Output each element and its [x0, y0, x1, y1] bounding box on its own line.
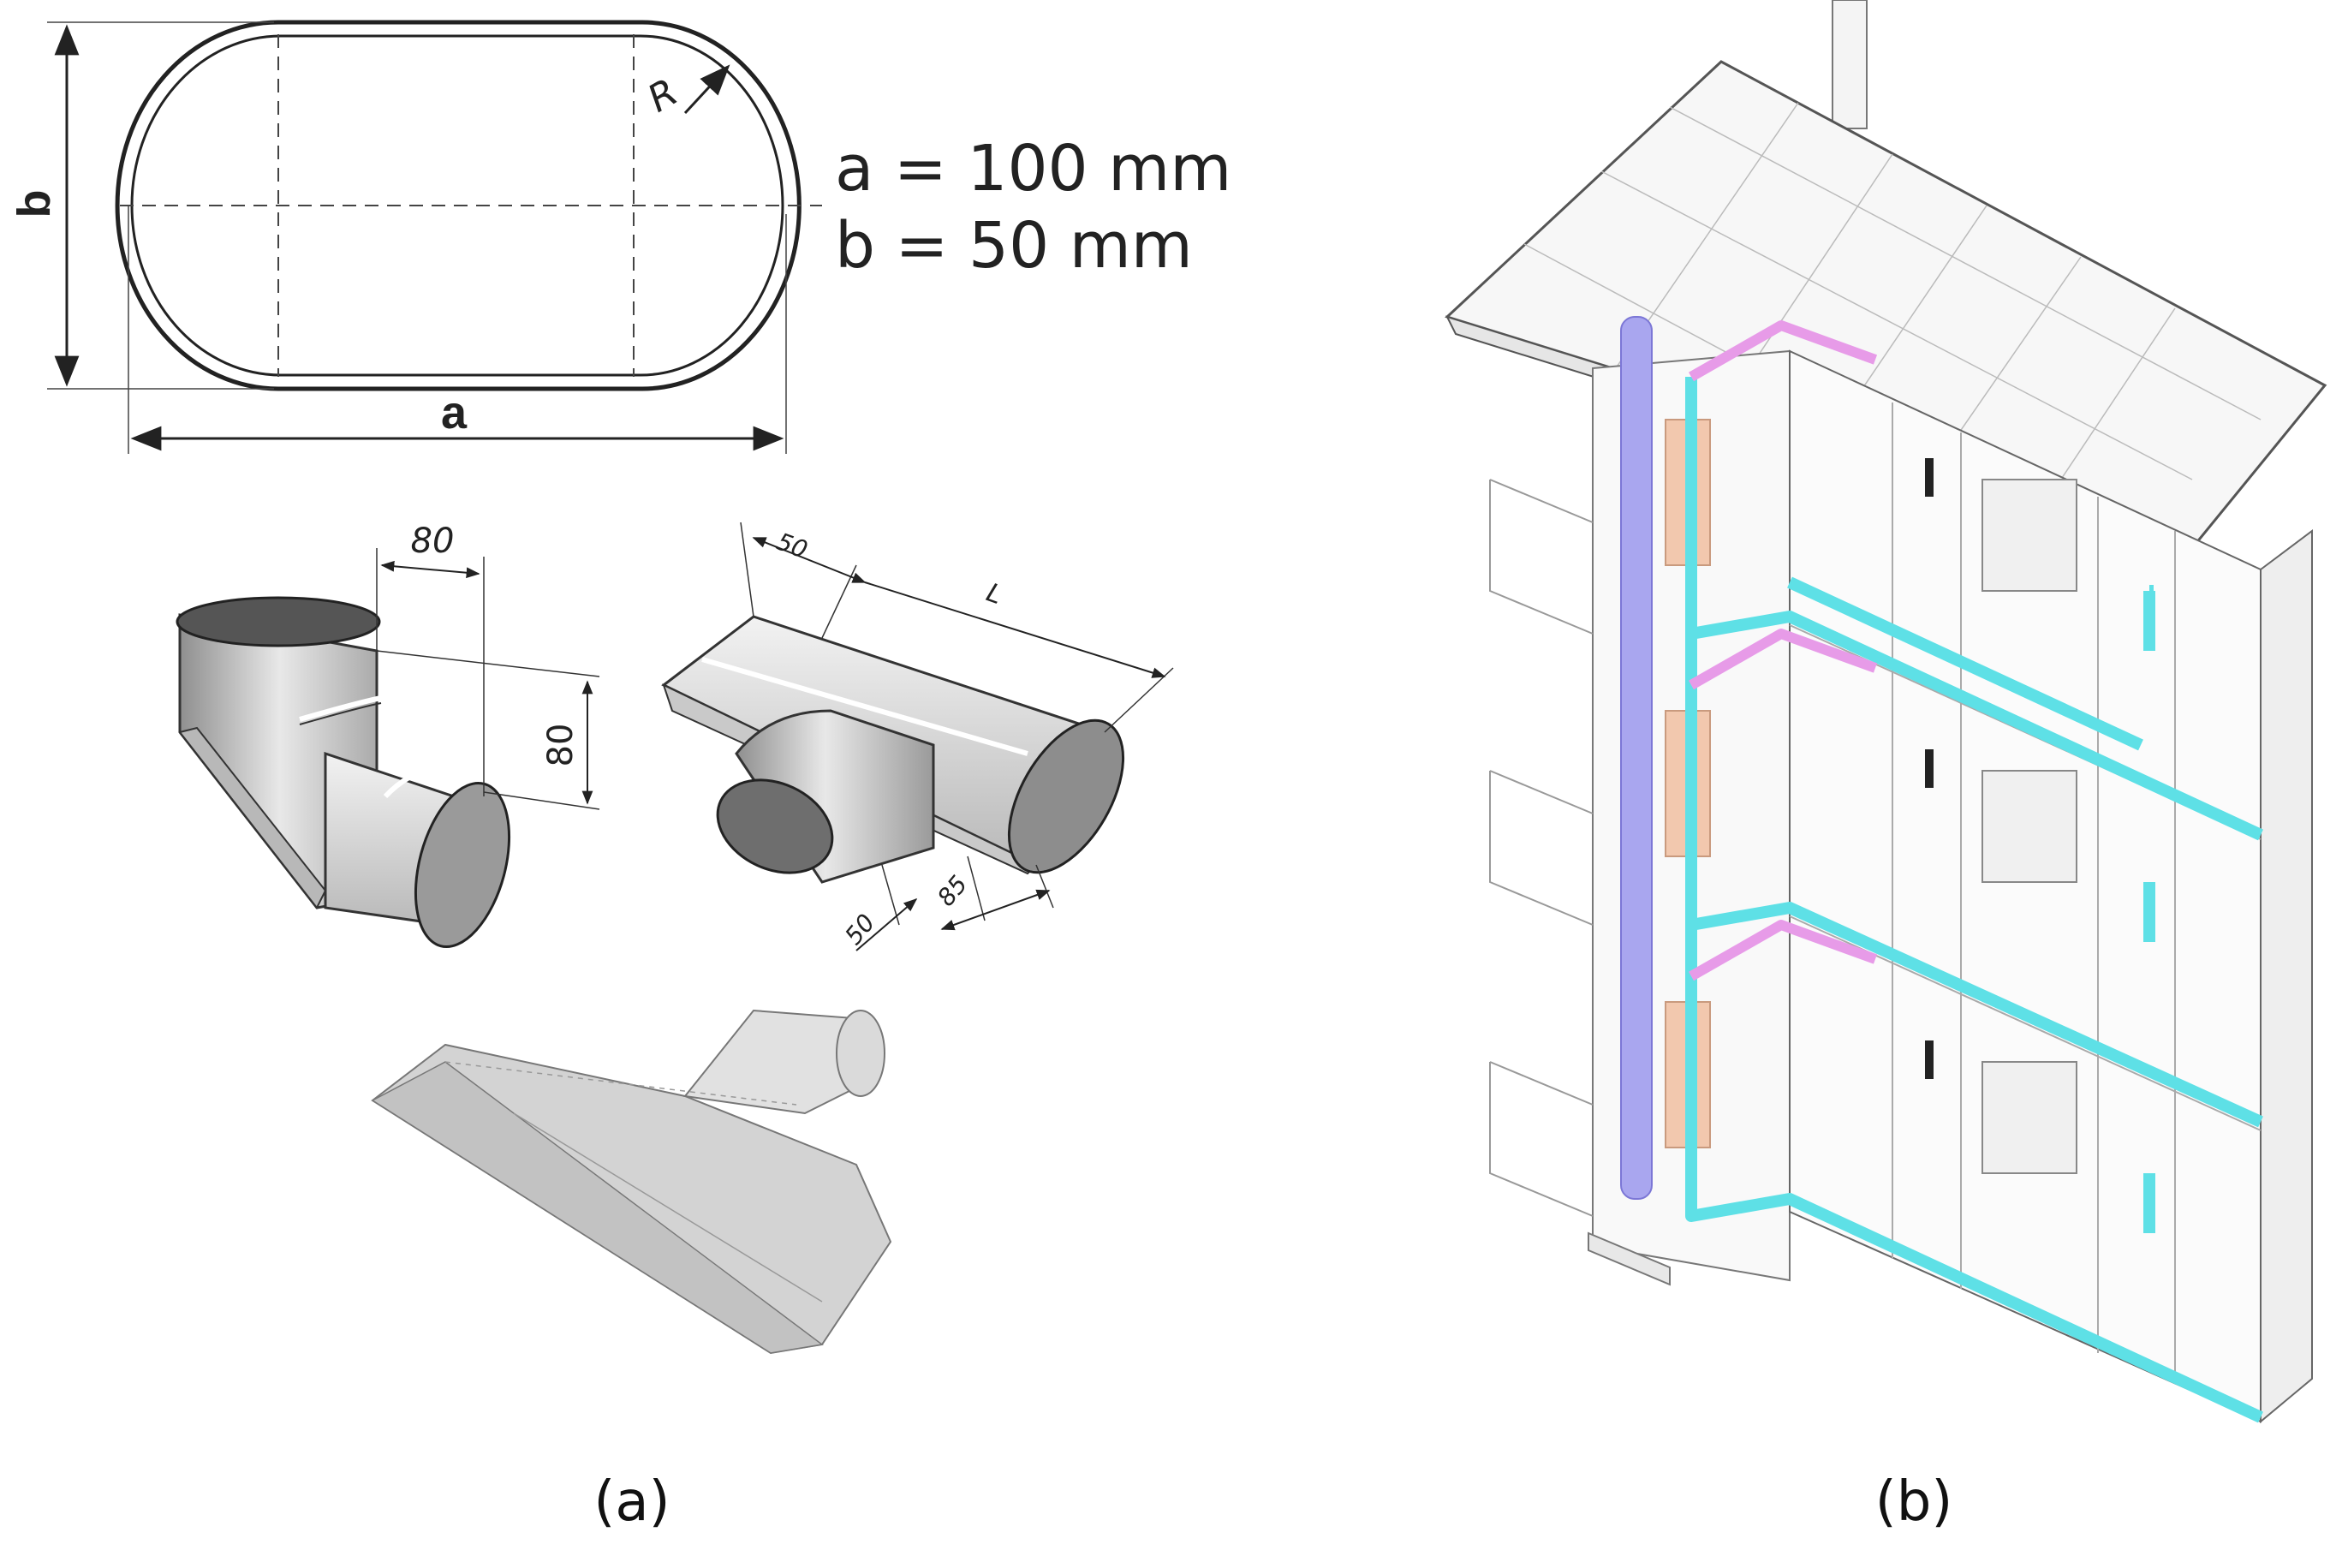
tee-fitting-drawing: 50 L 50 85 [661, 522, 1174, 951]
elbow-dim-side-label: 80 [541, 724, 581, 767]
tee-dimension-50-top [752, 537, 867, 583]
window [1981, 479, 2077, 592]
oval-section-drawing: b a R a = 100 mm b = 50 mm [9, 20, 1231, 454]
tee-dimension-l [864, 581, 1166, 678]
tee-dim-50-bottom-label: 50 [839, 909, 880, 951]
panel-b: (b) [1445, 0, 2327, 1534]
oval-outer-wall [115, 20, 802, 391]
extract-ducts [1689, 320, 1878, 981]
tee-dimension-50-bottom [855, 897, 918, 951]
elbow-top-opening [176, 596, 381, 647]
vertical-riser-duct [1620, 316, 1653, 1200]
transition-fitting-drawing [371, 1009, 892, 1355]
equation-b: b = 50 mm [835, 209, 1193, 283]
radius-arrow [683, 64, 730, 115]
panel-a: b a R a = 100 mm b = 50 mm [9, 20, 1231, 1534]
label-r: R [641, 70, 685, 121]
equation-a: a = 100 mm [835, 132, 1231, 206]
oval-inner-wall [130, 34, 784, 377]
building-facade-model [1445, 0, 2327, 1424]
supply-ducts [1685, 377, 2263, 1423]
elbow-dimension-top [380, 560, 480, 579]
tee-dim-l-label: L [982, 578, 1006, 611]
window [1981, 1061, 2077, 1174]
caption-b: (b) [1875, 1470, 1953, 1534]
label-a: a [441, 387, 468, 438]
label-b: b [9, 190, 60, 218]
elbow-fitting-drawing: 80 80 [176, 522, 600, 949]
transition-round-opening [836, 1010, 885, 1097]
elbow-dim-top-label: 80 [411, 522, 455, 561]
window [1981, 770, 2077, 883]
tee-main-opening [1007, 718, 1125, 874]
tee-branch-opening [716, 778, 834, 874]
tee-dim-85-label: 85 [932, 870, 973, 912]
caption-a: (a) [593, 1470, 670, 1534]
tee-dimension-85 [940, 889, 1051, 931]
